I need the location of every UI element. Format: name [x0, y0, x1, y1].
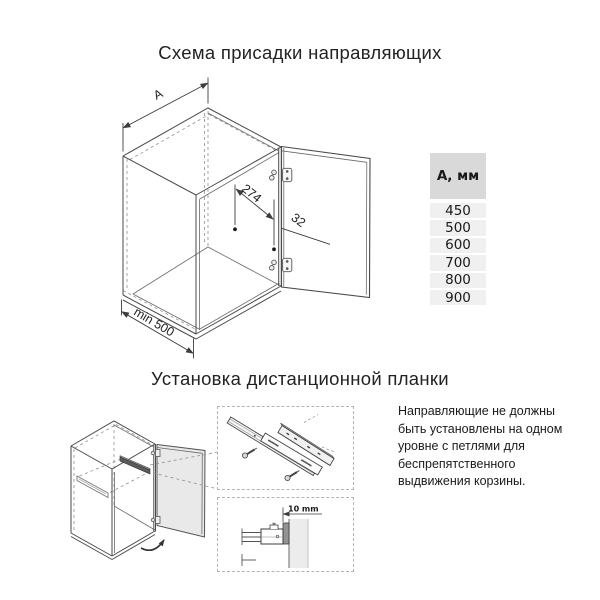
distance-spacer	[282, 522, 290, 545]
door-open-arrow-icon	[140, 539, 165, 551]
dimension-10mm: 10 mm	[282, 505, 322, 522]
distance-plank-middle	[260, 432, 323, 476]
spacer-section-drawing: 10 mm	[241, 505, 322, 568]
dimension-hole-spacing-274: 274	[234, 181, 275, 246]
installation-note: Направляющие не должны быть установлены …	[398, 404, 563, 488]
hinge-small-top-icon	[150, 449, 161, 457]
table-row: 700	[430, 255, 486, 271]
dim-274-label: 274	[239, 181, 264, 205]
cabinet-rail-mount-diagram	[70, 420, 219, 560]
cabinet-wireframe	[122, 107, 282, 340]
screw-icon	[241, 447, 258, 459]
wall-panel	[288, 519, 309, 568]
break-lines	[241, 528, 261, 566]
cabinet-wireframe-small	[70, 420, 156, 560]
table-header: А, мм	[430, 153, 486, 199]
table-row: 500	[430, 220, 486, 236]
dim-32-label: 32	[289, 211, 309, 231]
hinge-bottom-icon	[269, 257, 293, 273]
mounted-rail-left	[76, 475, 109, 499]
screw-icon	[284, 470, 300, 482]
dim-min500-label: min 500	[131, 305, 176, 340]
table-row: 600	[430, 237, 486, 253]
hinge-small-bottom-icon	[150, 516, 161, 524]
dimension-depth-min500: min 500	[121, 299, 194, 359]
rail-cross-section	[260, 522, 284, 545]
spacer-section-detail-box: 10 mm	[217, 497, 354, 572]
section2-title: Установка дистанционной планки	[151, 368, 449, 389]
section1-title: Схема присадки направляющих	[158, 42, 442, 63]
drill-points	[233, 227, 276, 252]
cabinet-drilling-diagram: A 274 32 min 500	[121, 77, 371, 359]
table-row: 900	[430, 290, 486, 306]
detail-leader-lines	[149, 451, 219, 490]
dim-10mm-label: 10 mm	[288, 505, 319, 514]
distance-plank-right	[277, 422, 335, 467]
cabinet-door-shaded	[156, 443, 206, 538]
rail-exploded-drawing	[226, 414, 337, 482]
hinge-top-icon	[269, 167, 293, 183]
dimension-width-A: A	[122, 77, 209, 152]
table-rows: 450 500 600 700 800 900	[430, 203, 486, 306]
dimension-front-offset-32: 32	[281, 211, 331, 245]
width-options-table: А, мм 450 500 600 700 800 900	[430, 153, 486, 307]
table-row: 450	[430, 203, 486, 219]
rail-exploded-detail-box	[217, 406, 354, 490]
table-row: 800	[430, 272, 486, 288]
dim-a-label: A	[151, 86, 166, 103]
mounted-rail-right	[119, 455, 151, 475]
